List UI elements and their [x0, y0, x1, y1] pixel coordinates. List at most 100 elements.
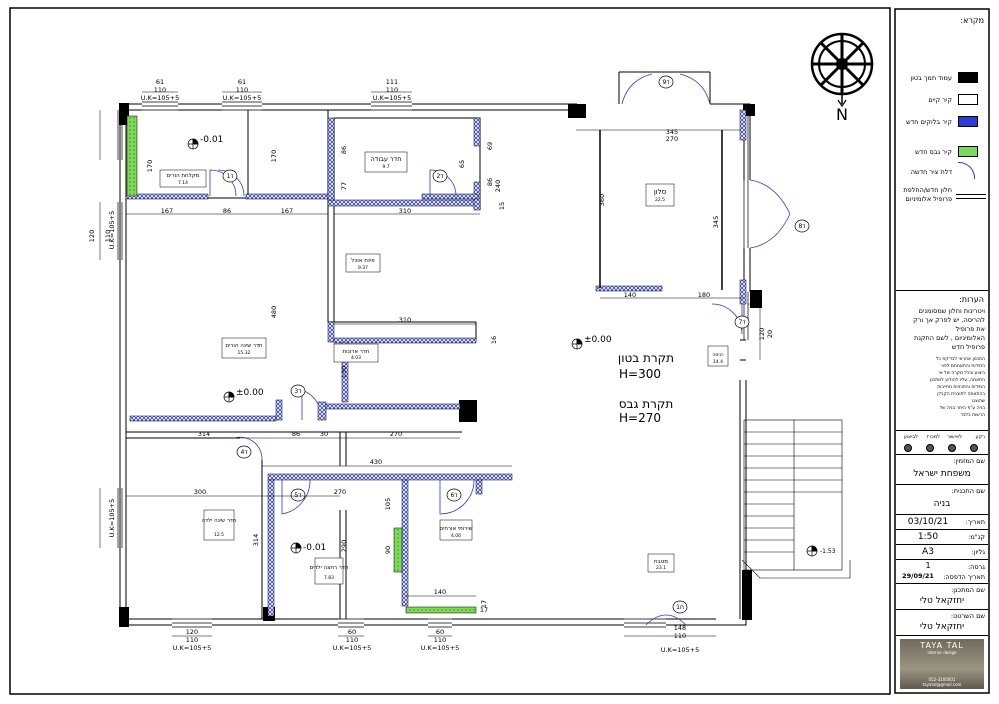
notes-small-1: התכנון אחראי לבדיקת כל — [935, 357, 985, 362]
room-name-kids-bath: חדר רחצה ילדים — [310, 564, 349, 571]
room-area-office: 9.7 — [382, 164, 389, 170]
ceiling-gypsum-height: H=270 — [619, 411, 661, 425]
legend-title: מקרא: — [960, 16, 984, 25]
notes-small-8: בניה ע"פ היתר בניה של — [939, 406, 985, 411]
sheet-value: A3 — [922, 547, 934, 557]
stage-tender: למכרז — [926, 434, 940, 440]
room-area-guest-wc: 4.06 — [451, 533, 461, 539]
draftsman-label: שם השרטט: — [950, 612, 985, 620]
notes-small-9: הרשות בלבד — [960, 413, 986, 418]
dim-310b: 310 — [399, 316, 411, 324]
dim-270c: 270 — [334, 488, 346, 496]
window-uk-8: U.K=105+5 — [108, 211, 116, 250]
dim-bottom-60b: 60 — [436, 628, 444, 636]
stage-dot-3 — [948, 444, 956, 452]
room-name-salon: סלון — [654, 188, 667, 196]
notes-line-4: האלומיניום , לשם התקנת — [914, 334, 985, 342]
dim-140a: 140 — [624, 291, 636, 299]
room-area-girl-bedroom: 12.5 — [214, 532, 224, 538]
stage-approval: לאישור — [946, 434, 962, 440]
north-label: N — [836, 105, 848, 124]
notes-small-5: המידות והתכניות מחייבות — [937, 385, 985, 390]
dim-top-111: 111 — [386, 78, 398, 86]
dim-360: 360 — [598, 194, 606, 206]
ceiling-concrete: תקרת בטון — [618, 351, 674, 365]
legend-label-concrete: עמוד תמך בטון — [910, 74, 952, 82]
dim-110d: 110 — [104, 230, 112, 242]
designer-row: שם המתכנן: יחזקאל טלי — [896, 583, 988, 609]
dim-345: 345 — [666, 128, 678, 136]
door-tag-2: 2ד — [436, 173, 444, 180]
door-swings — [209, 73, 791, 626]
notes-small-3: ביצוע ובכל מקרה של אי — [938, 371, 985, 376]
draftsman-row: שם השרטט: יחזקאל טלי — [896, 609, 988, 635]
level-2: ±0.00 — [236, 388, 264, 398]
room-name-girl-bedroom: חדר שינה ילדה — [201, 517, 236, 524]
exterior-walls — [119, 71, 751, 626]
notes-line-2: להריסה, יש לפרק אך ורק — [913, 316, 985, 324]
version-value: 1 — [925, 561, 931, 570]
date-value: 03/10/21 — [907, 517, 949, 527]
dim-bottom-120c: 120 — [186, 628, 198, 636]
door-tag-1: 1ד — [226, 173, 234, 180]
room-area-master-bedroom: 15.32 — [238, 350, 251, 356]
version-label: גרסה: — [967, 563, 985, 571]
dim-167a: 167 — [161, 207, 173, 215]
notes-small-4: התאמה, עליו להודיע למתכנן — [929, 378, 985, 383]
dim-130: 130 — [340, 366, 348, 378]
window-uk-5: U.K=105+5 — [333, 644, 372, 652]
stage-dot-1 — [904, 444, 912, 452]
room-name-master-bedroom: חדר שינה הורים — [225, 343, 263, 349]
window-uk-6: U.K=105+5 — [421, 644, 460, 652]
room-area-dining: 9.37 — [358, 265, 368, 271]
draftsman-value: יחזקאל טלי — [919, 622, 965, 632]
dim-314a: 314 — [198, 430, 210, 438]
dim-120a: 120 — [88, 230, 96, 242]
print-date-label: תאריך הדפסה: — [943, 573, 985, 581]
notes-line-1: ויטרינות וחלון שמסומנים — [918, 307, 985, 315]
sheet-row: גליון: A3 — [896, 544, 988, 559]
window-uk-9: U.K=105+5 — [108, 499, 116, 538]
dim-120b: 120 — [758, 328, 766, 340]
new-gypsum-walls — [126, 115, 477, 614]
designer-value: יחזקאל טלי — [919, 596, 965, 606]
concrete-columns — [119, 103, 762, 627]
dim-77: 77 — [340, 182, 348, 190]
dim-bottom-60a: 60 — [348, 628, 356, 636]
logo-text: TAYA TAL — [920, 641, 964, 650]
dim-290: 290 — [340, 540, 348, 552]
legend-door-icon — [958, 162, 975, 179]
room-area-kids-bath: 7.83 — [324, 575, 334, 581]
dim-65: 65 — [458, 160, 466, 168]
stage-execution: לביצוע — [903, 434, 918, 440]
door-tag-5: 5ד — [294, 492, 302, 499]
door-tags — [222, 75, 810, 614]
date-row: תאריך: 03/10/21 — [896, 514, 988, 529]
dim-17b: 17 — [480, 600, 488, 608]
dim-345b: 345 — [712, 216, 720, 228]
room-tags — [159, 151, 729, 585]
dim-480: 480 — [270, 306, 278, 318]
notes-small-6: בהתאמה לתוכנית הקבלן — [937, 392, 985, 397]
dim-86a: 86 — [223, 207, 231, 215]
plan-label: שם התכנית: — [951, 487, 985, 495]
dim-300: 300 — [194, 488, 206, 496]
dim-170a: 170 — [146, 160, 154, 172]
level-1: -0.01 — [200, 135, 223, 145]
notes-small-7: שהוצגו — [971, 399, 985, 404]
legend-label-door: דלת ציר חדשה — [910, 168, 952, 176]
ceiling-gypsum: תקרת גבס — [619, 397, 674, 411]
legend-label-gypsum: קיר גבס חדש — [915, 148, 952, 156]
notes-line-3: את פרופיל — [955, 325, 985, 333]
dim-17a: 17 — [480, 606, 488, 614]
dim-30: 30 — [320, 430, 328, 438]
dim-270b: 270 — [390, 430, 402, 438]
stage-dot-4 — [970, 444, 978, 452]
room-area-master-bath: 7.14 — [178, 180, 188, 186]
scale-value: 1:50 — [917, 532, 939, 542]
dim-430: 430 — [370, 458, 382, 466]
customer-label: שם המזמין: — [953, 457, 985, 465]
legend-swatch-gypsum — [958, 146, 978, 157]
room-area-salon: 22.5 — [655, 197, 665, 203]
